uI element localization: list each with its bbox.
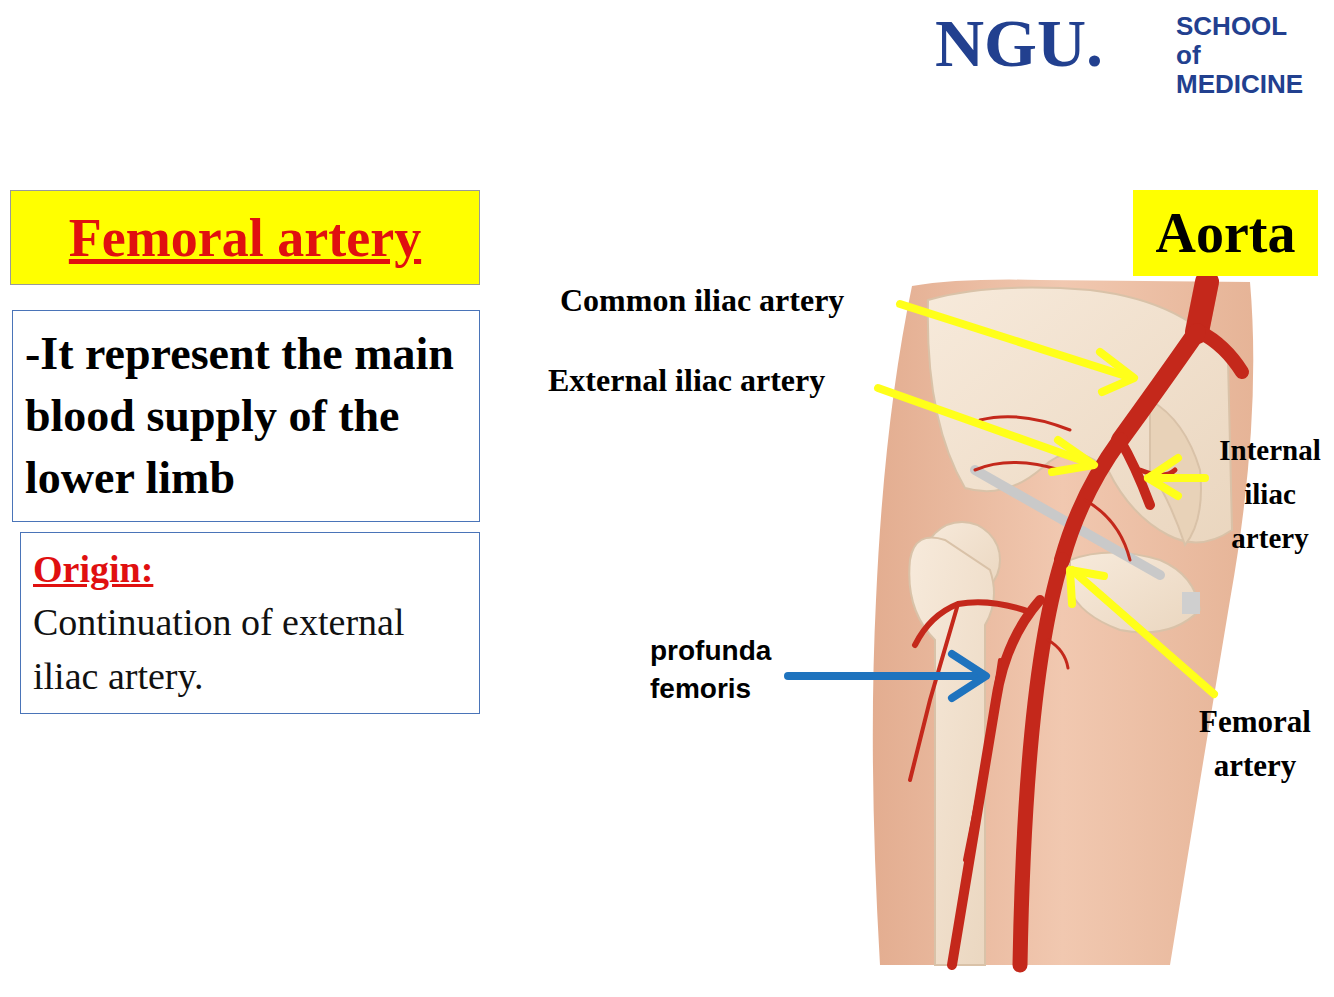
artery-label: External iliac artery	[548, 362, 888, 399]
logo-subtitle: SCHOOL of MEDICINE	[1176, 12, 1316, 99]
title-box: Femoral artery	[10, 190, 480, 285]
box-text: Femoral artery	[21, 207, 469, 269]
artery-label: Common iliac artery	[560, 282, 900, 319]
origin-box: Origin:Continuation of external iliac ar…	[20, 532, 480, 714]
aorta-box: Aorta	[1133, 190, 1318, 276]
box-text: Aorta	[1139, 201, 1312, 265]
artery-label: Internal iliac artery	[1210, 428, 1330, 560]
logo-text: NGU.	[935, 4, 1175, 83]
box-body-text: Continuation of external iliac artery.	[33, 595, 428, 703]
artery-label: Femoral artery	[1180, 700, 1330, 788]
blue-leader-arrow	[788, 654, 986, 698]
artery-tree	[910, 282, 1242, 965]
description-box: -It represent the main blood supply of t…	[12, 310, 480, 522]
box-text: -It represent the main blood supply of t…	[25, 323, 467, 509]
yellow-leader-arrows	[878, 304, 1214, 694]
thigh-outline	[873, 280, 1253, 965]
artery-label: profunda femoris	[650, 632, 790, 708]
pubic-symphysis	[1182, 592, 1200, 614]
box-text: Origin:	[33, 543, 467, 595]
